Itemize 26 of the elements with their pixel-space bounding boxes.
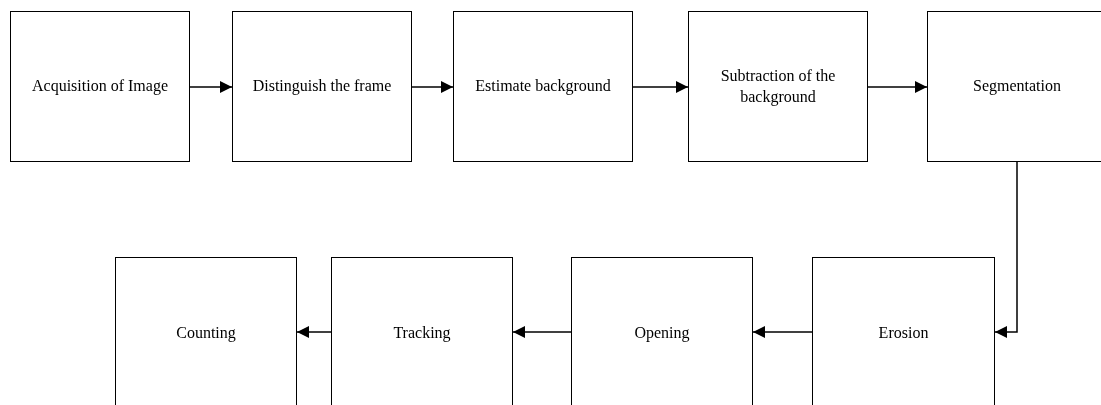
box-label: Acquisition of Image [31,76,169,97]
box-label: Opening [633,323,691,344]
box-label: Segmentation [972,76,1062,97]
arrow [512,326,572,338]
box-label: Erosion [877,323,930,343]
arrow [994,161,1018,338]
box-label: Subtraction of the background [719,65,837,108]
process-box [232,11,412,162]
arrow [752,326,813,338]
process-box [453,11,633,162]
process-box [927,11,1101,162]
arrow [411,81,454,93]
arrow [867,81,928,93]
process-box [10,11,190,162]
process-box [571,257,753,405]
box-label: Counting [175,323,237,344]
process-box [812,257,995,405]
arrow [632,81,689,93]
process-box [331,257,513,405]
box-label: Distinguish the frame [251,76,393,97]
arrow [296,326,332,338]
arrow [189,81,233,93]
box-label: Tracking [392,323,452,344]
box-label: Estimate background [474,76,612,97]
process-box [115,257,297,405]
process-box [688,11,868,162]
